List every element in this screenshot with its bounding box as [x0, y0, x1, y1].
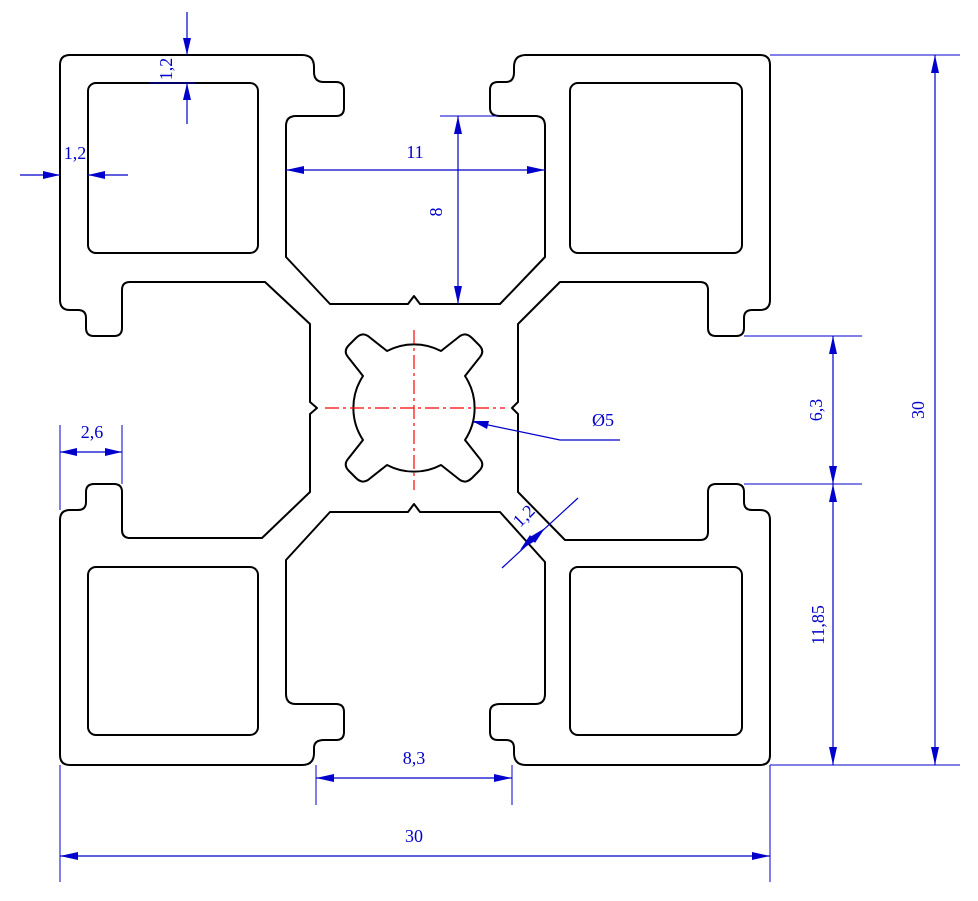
dimension-label-wall-left: 1,2 [64, 143, 87, 163]
dimension-slot-opening-bottom: 8,3 [315, 748, 513, 805]
center-bore [344, 333, 484, 483]
dimension-slot-depth: 8 [426, 115, 498, 304]
dimension-label-bore-diameter: Ø5 [592, 410, 614, 430]
dimension-label-slot-depth: 8 [426, 208, 446, 217]
chamber-top-right [569, 82, 743, 254]
chamber-bottom-right [569, 566, 743, 736]
dimension-lip-height: 11,85 [770, 484, 960, 766]
dimension-label-width-total: 30 [405, 826, 423, 846]
dimension-label-slot-opening-right: 6,3 [806, 399, 826, 422]
dimension-height-total: 30 [770, 54, 960, 765]
dimension-slot-width: 11 [286, 142, 545, 174]
dimension-label-wall-top: 1,2 [156, 58, 176, 81]
dimension-tab-width: 2,6 [59, 422, 123, 510]
dimension-wall-left: 1,2 [20, 143, 128, 179]
dimension-label-slot-opening-bottom: 8,3 [403, 748, 426, 768]
dimension-label-lip-height: 11,85 [808, 605, 828, 645]
dimension-label-slot-width: 11 [406, 142, 423, 162]
dimension-label-height-total: 30 [908, 401, 928, 419]
chamber-top-left [87, 82, 259, 254]
dimension-label-tab-width: 2,6 [81, 422, 104, 442]
dimension-slot-opening-right: 6,3 [744, 335, 862, 485]
chamber-bottom-left [87, 566, 259, 736]
profile-outer-contour [59, 54, 771, 766]
dimension-width-total: 30 [59, 765, 771, 882]
dimension-bore-diameter: Ø5 [472, 410, 620, 441]
dimension-wall-top: 1,2 [150, 12, 195, 124]
